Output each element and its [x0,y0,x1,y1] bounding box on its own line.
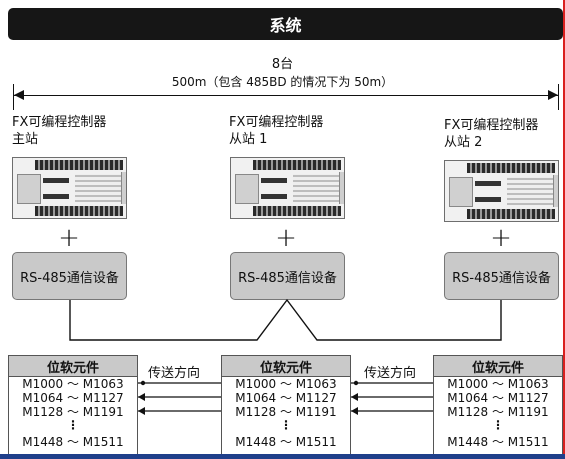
distance-label: 500m（包含 485BD 的情况下为 50m） [171,75,394,89]
rs485-device-label: RS-485通信设备 [452,270,551,286]
table-row: M1064 ～ M1127 [447,391,549,405]
table-header: 位软元件 [222,356,350,377]
table-row: M1128 ～ M1191 [447,405,549,419]
table-row: M1128 ～ M1191 [235,405,337,419]
table-row: M1448 ～ M1511 [235,435,337,449]
table-row: M1000 ～ M1063 [235,377,337,391]
rs485-device-label: RS-485通信设备 [238,270,337,286]
dimension-line [13,95,559,96]
rs485-device-slave1: RS-485通信设备 [230,252,345,300]
station-master-title: FX可编程控制器 主站 [12,114,106,148]
table-row: M1064 ～ M1127 [22,391,124,405]
table-ellipsis: ⋮ [492,418,504,432]
transfer-direction-label: 传送方向 [364,366,417,381]
section-title: 系统 [269,16,302,35]
page-edge-marker [563,0,565,459]
station-count-label: 8台 [271,57,294,72]
plc-unit-master-icon [12,157,127,219]
table-row: M1000 ～ M1063 [447,377,549,391]
station-master-role: 主站 [12,132,39,147]
station-slave2-role: 从站 2 [444,135,483,150]
arrow-left-icon [14,90,24,100]
dimension-tick-left [13,84,14,110]
station-slave1-type: FX可编程控制器 [229,115,324,130]
table-header: 位软元件 [9,356,137,377]
table-row: M1000 ～ M1063 [22,377,124,391]
table-row: M1448 ～ M1511 [22,435,124,449]
section-title-bar: 系统 [8,8,563,40]
bit-device-table-slave1: 位软元件 M1000 ～ M1063 M1064 ～ M1127 M1128 ～… [221,355,351,455]
bit-device-table-master: 位软元件 M1000 ～ M1063 M1064 ～ M1127 M1128 ～… [8,355,138,455]
rs485-device-slave2: RS-485通信设备 [444,252,559,300]
rs485-bus-cable [69,298,502,341]
table-ellipsis: ⋮ [67,418,79,432]
table-ellipsis: ⋮ [280,418,292,432]
table-row: M1448 ～ M1511 [447,435,549,449]
station-slave2-type: FX可编程控制器 [444,118,539,133]
plc-unit-slave1-icon [230,157,345,219]
plc-unit-slave2-icon [444,160,559,222]
station-slave1-role: 从站 1 [229,132,268,147]
station-slave2-title: FX可编程控制器 从站 2 [444,117,538,151]
table-header: 位软元件 [434,356,562,377]
station-master-type: FX可编程控制器 [12,115,107,130]
window-bottom-edge [0,454,565,459]
arrow-right-icon [548,90,558,100]
plus-icon: + [490,223,512,253]
table-row: M1064 ～ M1127 [235,391,337,405]
rs485-device-master: RS-485通信设备 [12,252,127,300]
plus-icon: + [58,223,80,253]
rs485-device-label: RS-485通信设备 [20,270,119,286]
bit-device-table-slave2: 位软元件 M1000 ～ M1063 M1064 ～ M1127 M1128 ～… [433,355,563,455]
transfer-direction-label: 传送方向 [148,366,201,381]
dimension-tick-right [558,84,559,110]
station-slave1-title: FX可编程控制器 从站 1 [229,114,323,148]
table-row: M1128 ～ M1191 [22,405,124,419]
plus-icon: + [275,223,297,253]
